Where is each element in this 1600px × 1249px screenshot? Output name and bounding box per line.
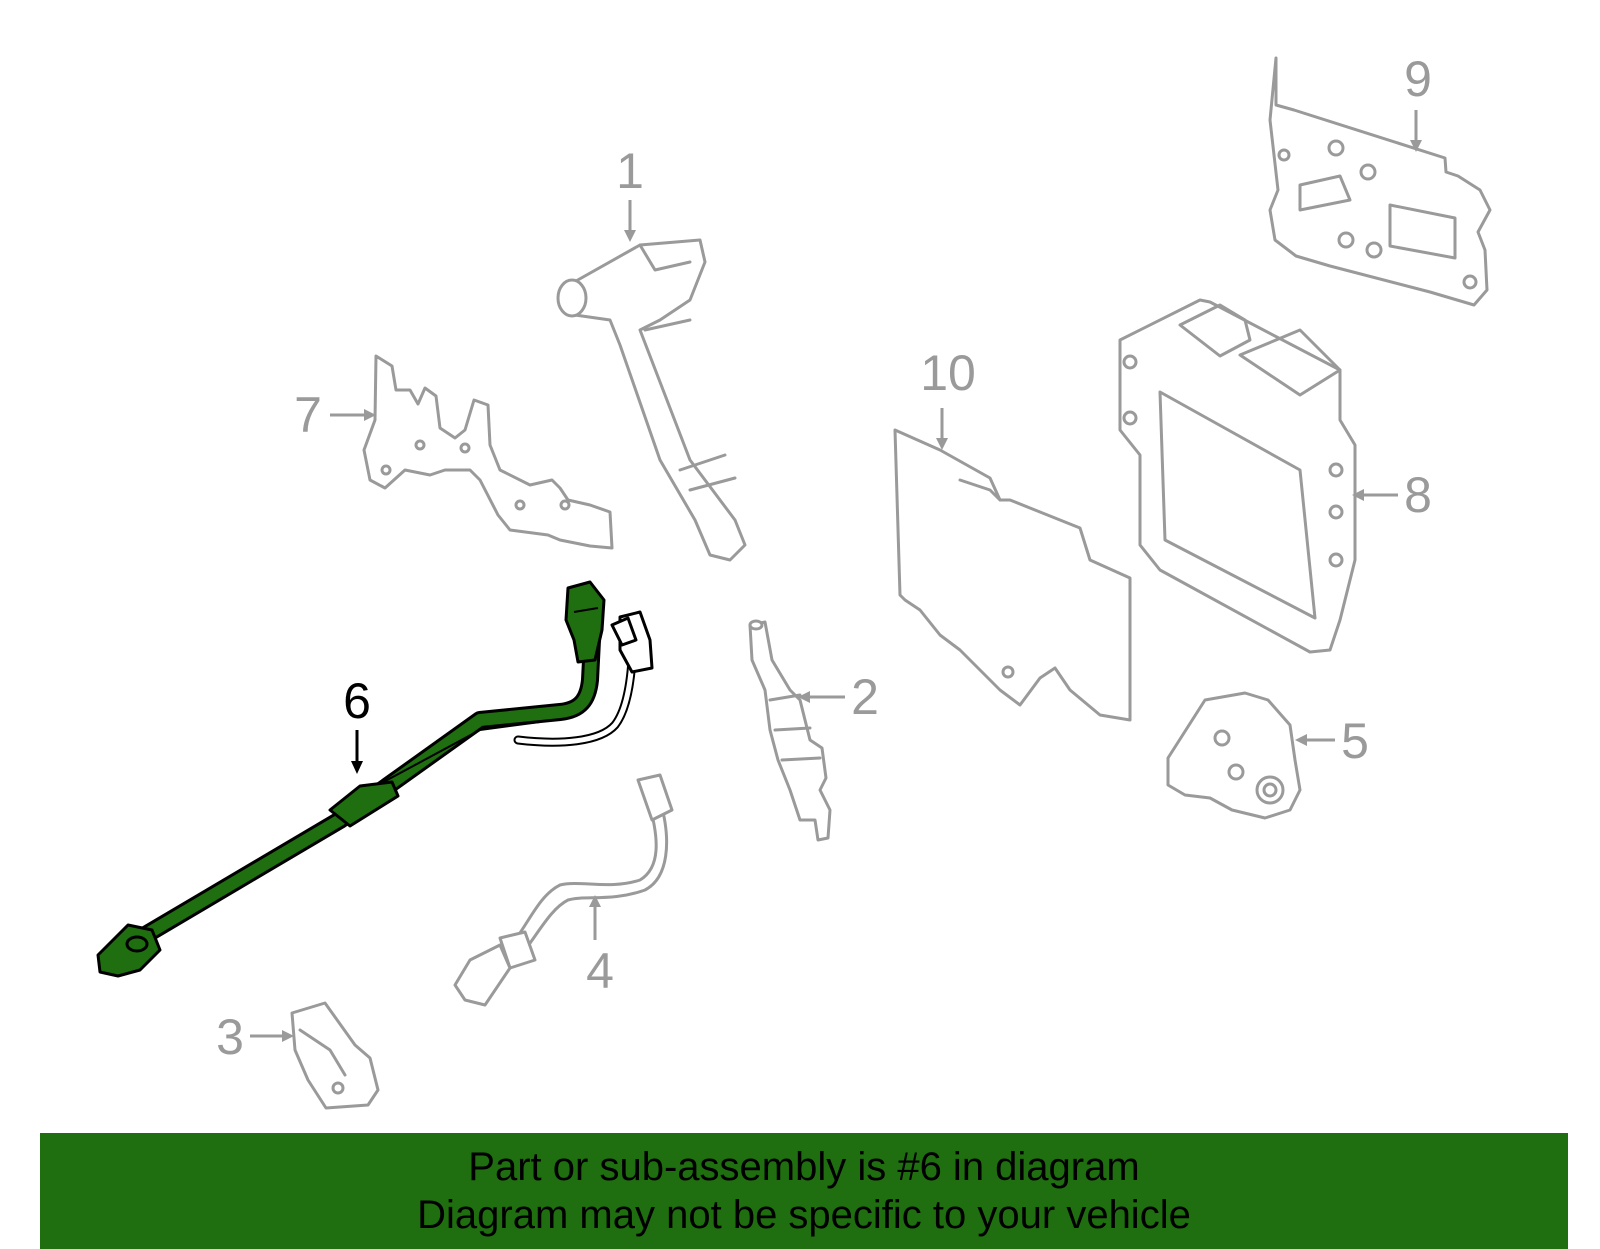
callout-8: 8 — [1404, 467, 1432, 523]
part-1-ignition-coil — [556, 238, 747, 562]
part-9-bracket — [1268, 56, 1492, 307]
callout-5: 5 — [1341, 713, 1369, 769]
part-10-plate — [893, 428, 1132, 722]
part-8-ecu — [1118, 298, 1357, 654]
part-7-bracket — [362, 354, 614, 550]
callout-1: 1 — [616, 143, 644, 199]
callout-10: 10 — [920, 345, 976, 401]
callout-6: 6 — [343, 673, 371, 729]
callout-4: 4 — [586, 943, 614, 999]
callout-labels: 1 2 3 4 5 6 7 8 9 10 — [216, 51, 1432, 1065]
callout-arrows — [250, 110, 1422, 1042]
callout-3: 3 — [216, 1009, 244, 1065]
callout-2: 2 — [851, 669, 879, 725]
part-4-o2-sensor — [453, 773, 674, 1007]
part-6-harness-highlighted — [96, 580, 654, 978]
part-5-sensor — [1166, 691, 1302, 820]
info-banner: Part or sub-assembly is #6 in diagram Di… — [40, 1133, 1568, 1249]
banner-line-part: Part or sub-assembly is #6 in diagram — [468, 1145, 1140, 1189]
callout-9: 9 — [1404, 51, 1432, 107]
part-3-sensor — [290, 1001, 380, 1110]
banner-line-disclaimer: Diagram may not be specific to your vehi… — [417, 1193, 1191, 1237]
part-2-spark-plug — [748, 619, 832, 842]
callout-7: 7 — [294, 387, 322, 443]
